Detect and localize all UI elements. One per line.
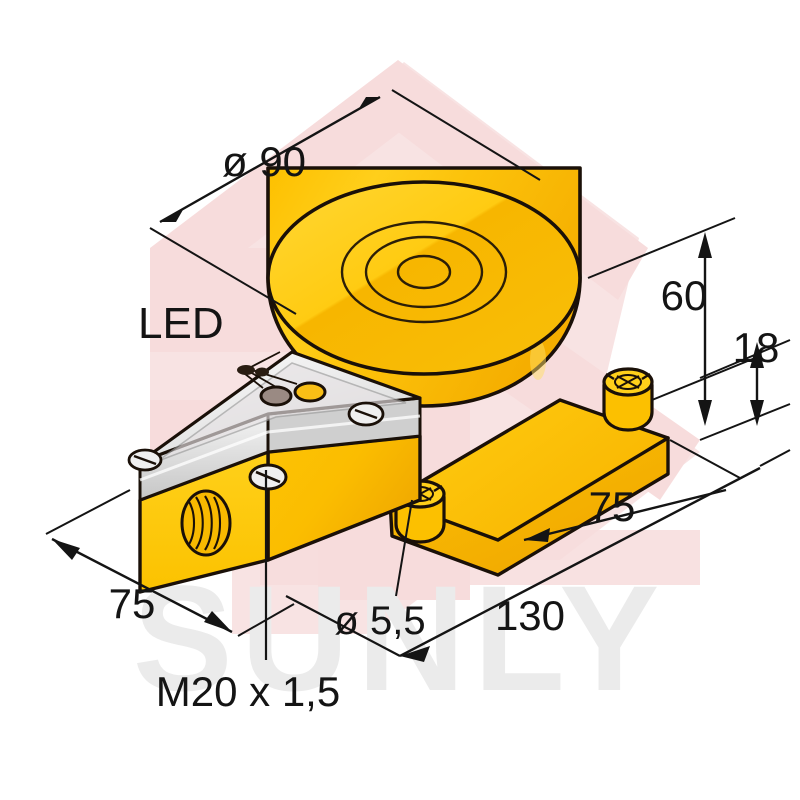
dimension-height-18: 18 [699,324,791,441]
dimension-label-thread-m20: M20 x 1,5 [156,668,340,715]
cable-gland-thread-port [180,489,232,557]
dimension-label-height-18: 18 [733,324,780,371]
dimension-width-75: 75 [45,489,295,637]
target-ring-inner [396,254,452,290]
led-indicator-off [259,385,293,407]
base-mounting-plate [388,398,670,577]
dimension-label-width-75: 75 [109,580,156,627]
dimension-label-depth-75: 75 [589,483,636,530]
leader-130-to-corner [285,595,401,657]
mounting-boss-rear [602,367,654,432]
target-ring-outer [340,220,508,324]
watermark-text: SUNLY [133,554,668,722]
dimension-length-130: 130 [399,449,791,662]
dimension-label-diameter-90: ø 90 [222,138,306,185]
led-leader-lines [237,351,298,389]
callout-label-led: LED [138,299,224,348]
lid-screw-rear-right [347,401,385,427]
callout-led: LED [138,299,224,348]
target-ring-mid [364,235,484,309]
dimension-depth-75: 75 [523,439,741,542]
dimension-thread-m20: M20 x 1,5 [156,470,340,715]
terminal-box [127,350,422,594]
lid-screw-front-left [127,448,163,472]
dimension-hole-5-5: ø 5,5 [334,499,426,643]
dimension-label-length-130: 130 [495,592,565,639]
dimension-height-60: 60 [587,217,761,426]
led-indicator-on [293,381,327,403]
lid-screw-front-right [248,463,288,491]
dimension-label-height-60: 60 [661,272,708,319]
sensor-head-cylinder [266,166,582,408]
dimension-diameter-90: ø 90 [149,89,541,315]
dimension-label-hole-5-5: ø 5,5 [334,599,425,643]
